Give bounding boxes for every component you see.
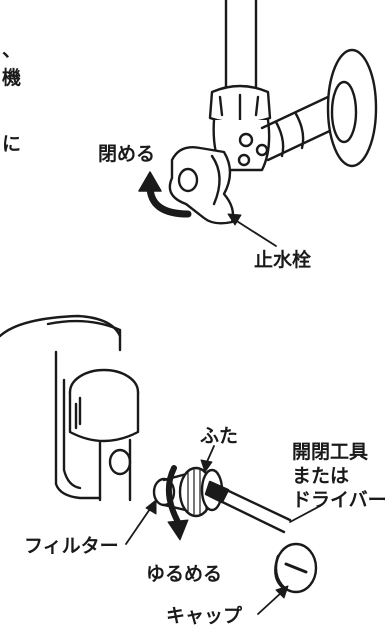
- cap2-leader: [257, 591, 283, 615]
- tool-leader: [289, 505, 321, 523]
- stop-valve-illustration: [168, 0, 378, 225]
- loosen-direction-arrow: [165, 465, 181, 525]
- faucet-body-illustration: [0, 314, 140, 502]
- filter-leader: [125, 505, 153, 545]
- cap-label: ふた: [200, 425, 239, 447]
- stop-valve-label: 止水栓: [254, 249, 312, 271]
- tool-label-line3: ドライバー: [292, 489, 387, 511]
- cut-text-line2: 機: [2, 67, 22, 89]
- cap2-label: キャップ: [166, 605, 243, 627]
- cut-text-line1: 、: [2, 39, 22, 61]
- cap-part-illustration: [274, 542, 318, 594]
- cut-text-line3: に: [2, 133, 22, 155]
- filter-label: フィルター: [24, 535, 119, 557]
- close-label: 閉める: [98, 143, 156, 165]
- tool-label-line2: または: [292, 465, 350, 487]
- loosen-label: ゆるめる: [146, 563, 223, 585]
- filter-assembly-illustration: [152, 466, 292, 534]
- stop-valve-leader: [231, 217, 277, 247]
- tool-label-line1: 開閉工具: [292, 441, 369, 463]
